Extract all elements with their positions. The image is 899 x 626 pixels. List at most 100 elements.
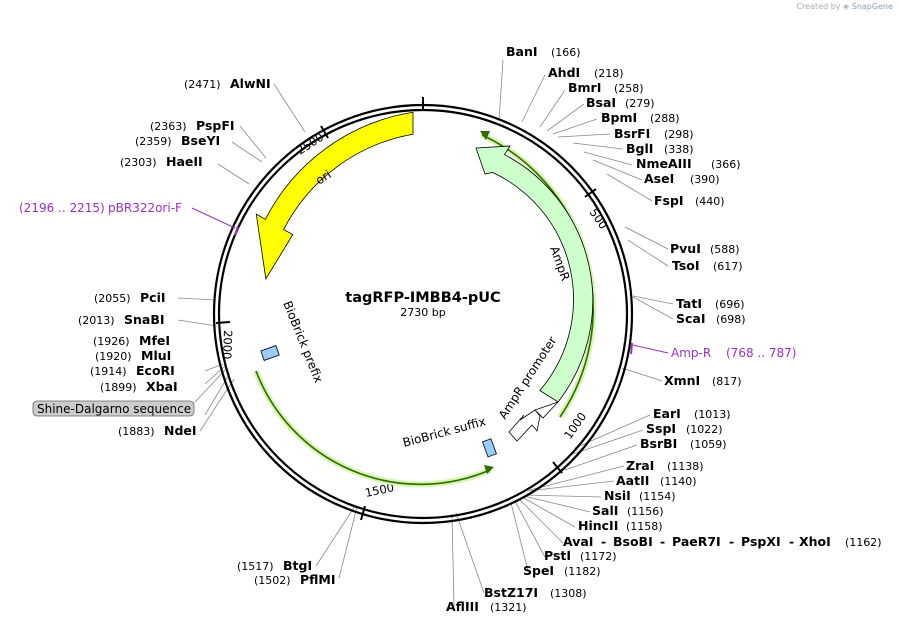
site-fspi-pos: (440) [695,195,725,208]
tick-label-1500: 1500 [364,480,396,500]
site-nmeaiii-pos: (366) [711,158,741,171]
site-bani-name: BanI [506,44,538,59]
leader-lines [177,59,674,607]
site-asei-name: AseI [644,171,674,186]
site-ndei-name: NdeI [164,423,197,438]
biobrick-suffix-box [481,438,497,458]
site-btgi-name: BtgI [283,558,312,573]
site-sep-1: - [601,534,606,549]
primer-amp-r-mark [630,342,633,355]
site-afliii-pos: (1321) [490,601,527,614]
site-snabi-pos: (2013) [78,314,115,327]
site-bseyi-pos: (2359) [135,135,172,148]
biobrick-orf-line [255,370,491,486]
primer-pbr322ori-f-leader [191,207,236,229]
biobrick-prefix-label: BioBrick prefix [280,299,326,385]
site-nsii-name: NsiI [604,488,631,503]
site-psti-pos: (1172) [580,550,617,563]
site-bgli-pos: (338) [664,143,694,156]
site-fspi-name: FspI [654,193,684,208]
site-pspfi-name: PspFI [196,118,235,133]
site-bani-pos: (166) [551,46,581,59]
site-btgi-pos: (1517) [237,560,274,573]
site-spei-pos: (1182) [564,565,601,578]
site-sspi-name: SspI [646,421,676,436]
site-ecori-name: EcoRI [136,363,175,378]
site-mlui-pos: (1920) [95,350,132,363]
site-pspfi-pos: (2363) [150,120,187,133]
site-ahdi-name: AhdI [548,65,580,80]
site-bgli-name: BglI [626,141,653,156]
ampr-feature-arrow [475,145,594,403]
site-hincii-name: HincII [578,518,618,533]
site-scai-pos: (698) [716,313,746,326]
site-sali-name: SalI [592,503,618,518]
site-bstz17i-name: BstZ17I [484,585,538,600]
site-zrai-pos: (1138) [667,460,704,473]
site-hincii-pos: (1158) [626,520,663,533]
site-sspi-pos: (1022) [686,423,723,436]
site-tati-name: TatI [676,296,702,311]
plasmid-size: 2730 bp [400,306,445,319]
site-pflmi-pos: (1502) [254,574,291,587]
site-mlui-name: MluI [141,348,171,363]
site-bsrfi-name: BsrFI [614,126,650,141]
site-bsrbi-pos: (1059) [690,438,727,451]
primer-pbr322ori-f-range: (2196 .. 2215) [19,201,105,215]
primer-amp-r-range: (768 .. 787) [726,346,796,360]
site-bpmi-name: BpmI [601,110,637,125]
tick-label-2000: 2000 [220,330,235,360]
site-paer7i-name: PaeR7I [672,534,721,549]
site-haeii-pos: (2303) [120,156,157,169]
site-tati-pos: (696) [715,298,745,311]
site-xmni-name: XmnI [664,373,700,388]
site-eari-pos: (1013) [694,408,731,421]
site-xhoi-pos: (1162) [845,536,882,549]
snapgene-credit: Created by ◈ SnapGene [796,2,893,11]
site-alwni-pos: (2471) [184,78,221,91]
site-xhoi-name: XhoI [799,534,831,549]
primer-amp-r-leader [632,344,669,354]
site-spei-name: SpeI [523,563,554,578]
site-mfei-pos: (1926) [93,335,130,348]
plasmid-name: tagRFP-IMBB4-pUC [345,290,500,306]
site-psti-name: PstI [544,548,571,563]
site-ndei-pos: (1883) [118,425,155,438]
site-ecori-pos: (1914) [90,365,127,378]
site-bmri-name: BmrI [568,80,601,95]
site-aatii-name: AatII [616,473,649,488]
site-ahdi-pos: (218) [594,67,624,80]
credit-prefix: Created by [796,2,841,11]
site-pvui-name: PvuI [670,241,701,256]
site-tsoi-pos: (617) [713,260,743,273]
ampr-promoter-arrow [508,401,559,442]
site-sep-2: - [660,534,665,549]
biobrick-orf-arrowhead [484,465,494,474]
biobrick-prefix-box [260,345,280,361]
site-xbai-name: XbaI [146,379,178,394]
site-mfei-name: MfeI [139,333,170,348]
site-pcii-name: PciI [140,290,166,305]
site-bstz17i-pos: (1308) [550,587,587,600]
primer-pbr322ori-f-name: pBR322ori-F [108,201,182,215]
site-bsobi-name: BsoBI [613,534,653,549]
primer-amp-r-name: Amp-R [671,346,711,360]
site-aatii-pos: (1140) [660,475,697,488]
ampr-orf-arrowhead [480,131,490,140]
site-tsoi-name: TsoI [672,258,700,273]
site-bsai-name: BsaI [586,95,616,110]
ori-feature-arrow [255,111,414,280]
site-bsrbi-name: BsrBI [640,436,677,451]
site-eari-name: EarI [653,406,681,421]
site-pspxi-name: PspXI [741,534,781,549]
site-zrai-name: ZraI [626,458,654,473]
site-bsrfi-pos: (298) [664,128,694,141]
site-avai-name: AvaI [563,534,593,549]
shine-dalgarno-label: Shine-Dalgarno sequence [37,402,191,416]
site-haeii-name: HaeII [166,154,203,169]
site-asei-pos: (390) [690,173,720,186]
credit-brand: SnapGene [851,2,893,11]
site-sep-3: - [729,534,734,549]
site-scai-name: ScaI [676,311,706,326]
